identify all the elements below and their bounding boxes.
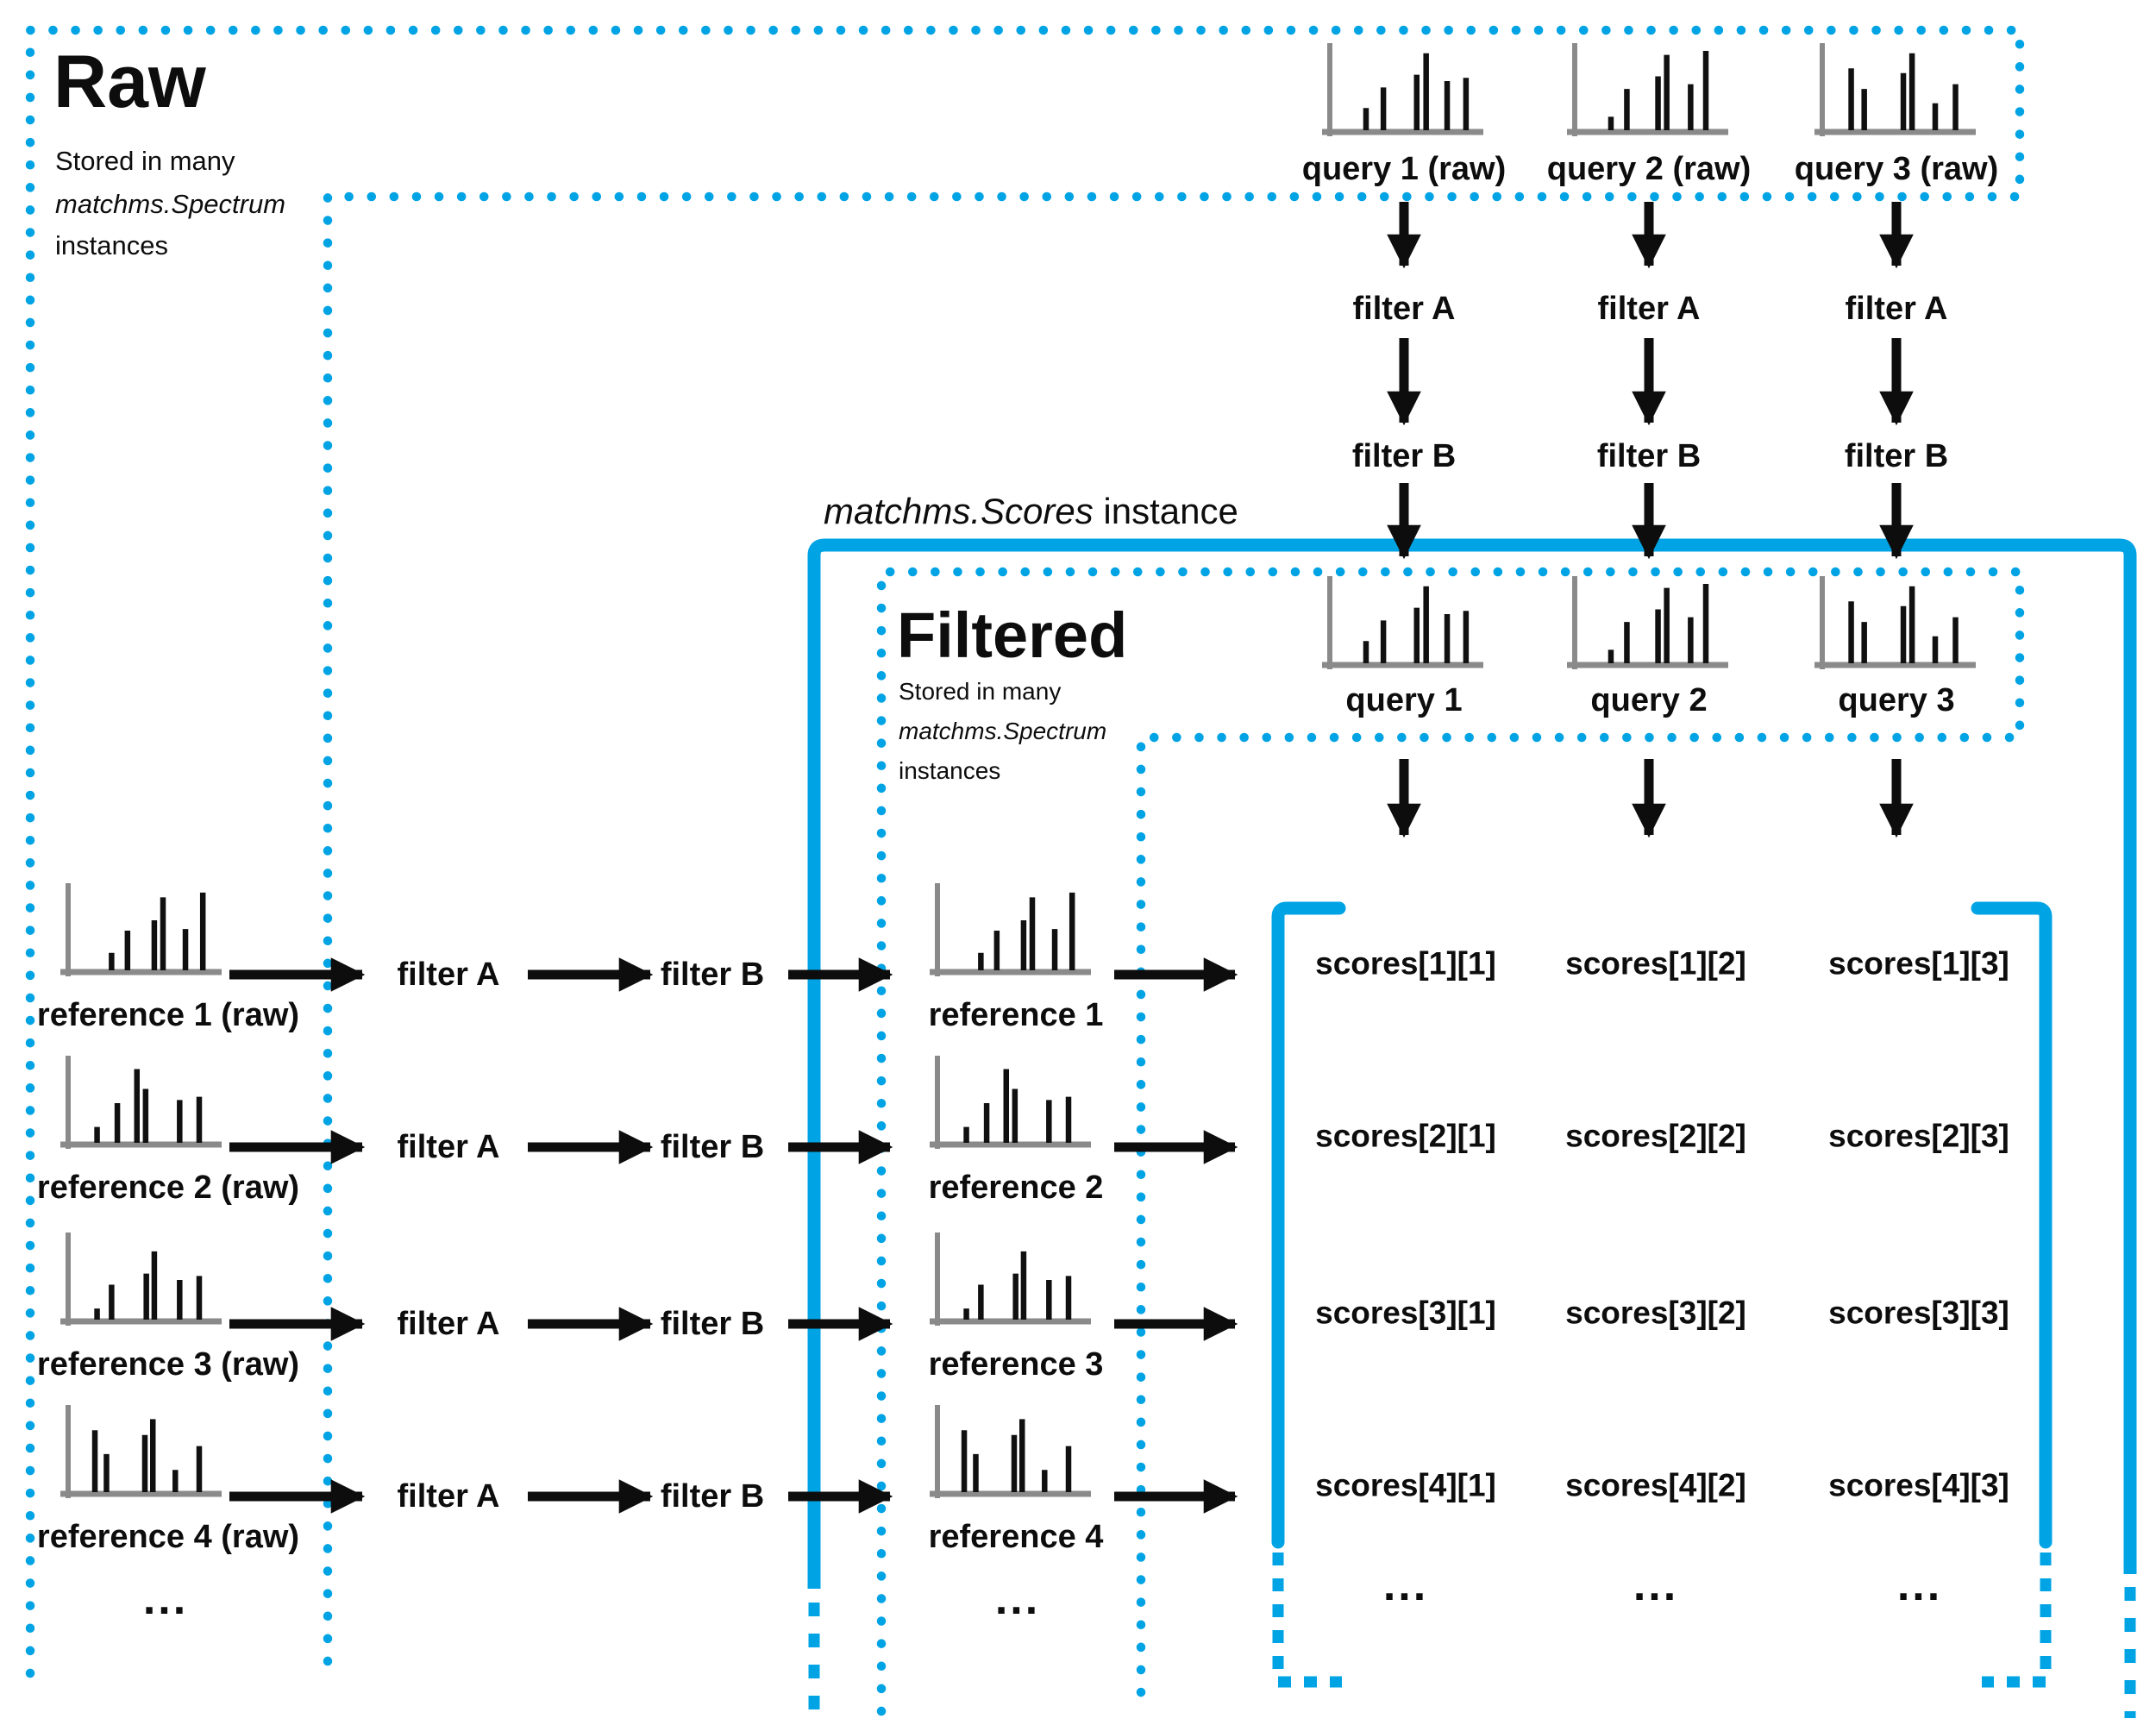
filter-a-label-reference-4: filter A — [397, 1478, 500, 1515]
filter-a-label-reference-3: filter A — [397, 1306, 500, 1342]
reference-3-filtered-label: reference 3 — [928, 1346, 1104, 1383]
reference-2-filtered-label: reference 2 — [928, 1170, 1104, 1206]
filter-b-label-query-3: filter B — [1844, 438, 1949, 474]
scores-region-solid-border — [807, 538, 2137, 1589]
reference-3-raw-label: reference 3 (raw) — [36, 1346, 300, 1383]
filter-b-label-query-2: filter B — [1596, 438, 1702, 474]
score-cell-2-1: scores[2][1] — [1315, 1118, 1496, 1154]
filtered-region-subtitle-line-3: instances — [899, 757, 1001, 784]
spectrum-reference-4-raw — [60, 1405, 222, 1498]
score-cell-1-3: scores[1][3] — [1828, 945, 2009, 982]
filter-a-label-query-3: filter A — [1845, 291, 1948, 327]
matrix-bracket-right — [1971, 901, 2053, 1549]
filter-b-label-reference-2: filter B — [660, 1129, 765, 1165]
score-cell-3-3: scores[3][3] — [1828, 1295, 2009, 1331]
query-3-raw-label: query 3 (raw) — [1794, 151, 1999, 187]
spectrum-reference-1-raw — [60, 883, 222, 976]
scores-ellipsis-col-1: ... — [1382, 1560, 1429, 1610]
filter-b-label-query-1: filter B — [1351, 438, 1457, 474]
raw-region-subtitle-line-2: matchms.Spectrum — [55, 189, 286, 219]
raw-region-subtitle-line-1: Stored in many — [55, 146, 235, 176]
filter-b-label-reference-1: filter B — [660, 957, 765, 993]
score-cell-3-1: scores[3][1] — [1315, 1295, 1496, 1331]
matrix-bracket-left-dashed-end — [1272, 1552, 1342, 1688]
filter-a-label-query-1: filter A — [1352, 291, 1456, 327]
references-filtered-ellipsis: ... — [994, 1574, 1041, 1624]
filter-a-label-reference-1: filter A — [397, 957, 500, 993]
raw-region-subtitle-line-3: instances — [55, 230, 168, 260]
spectrum-reference-3-raw — [60, 1233, 222, 1326]
query-2-raw-label: query 2 (raw) — [1546, 151, 1752, 187]
scores-ellipsis-col-2: ... — [1633, 1560, 1679, 1610]
spectrum-query-3-raw — [1814, 43, 1976, 136]
score-cell-2-3: scores[2][3] — [1828, 1118, 2009, 1154]
scores-instance-label: matchms.Scores instance — [824, 493, 1238, 530]
spectrum-query-2-raw — [1567, 43, 1728, 136]
spectrum-reference-3-filtered — [930, 1233, 1091, 1326]
scores-instance-label-italic: matchms.Scores — [824, 491, 1094, 531]
score-cell-4-1: scores[4][1] — [1315, 1467, 1496, 1503]
filter-b-label-reference-3: filter B — [660, 1306, 765, 1342]
matrix-bracket-right-dashed-end — [1982, 1552, 2052, 1688]
reference-1-raw-label: reference 1 (raw) — [36, 997, 300, 1033]
query-3-filtered-label: query 3 — [1838, 682, 1955, 718]
score-cell-1-1: scores[1][1] — [1315, 945, 1496, 982]
scores-instance-label-regular: instance — [1093, 491, 1238, 531]
references-raw-ellipsis: ... — [142, 1574, 189, 1624]
filtered-region-title: Filtered — [897, 599, 1128, 671]
spectrum-reference-1-filtered — [930, 883, 1091, 976]
query-1-raw-label: query 1 (raw) — [1301, 151, 1507, 187]
score-cell-4-3: scores[4][3] — [1828, 1467, 2009, 1503]
spectrum-query-2-filtered — [1567, 576, 1728, 669]
scores-ellipsis-col-3: ... — [1896, 1560, 1943, 1610]
raw-region-dotted-border — [25, 25, 2025, 1678]
spectrum-query-3-filtered — [1814, 576, 1976, 669]
filtered-region-dotted-border — [876, 567, 2025, 1716]
filter-a-label-reference-2: filter A — [397, 1129, 500, 1165]
matrix-bracket-left — [1271, 901, 1346, 1549]
query-2-filtered-label: query 2 — [1590, 682, 1708, 718]
spectrum-query-1-raw — [1322, 43, 1483, 136]
reference-2-raw-label: reference 2 (raw) — [36, 1170, 300, 1206]
spectrum-reference-4-filtered — [930, 1405, 1091, 1498]
reference-4-raw-label: reference 4 (raw) — [36, 1519, 300, 1555]
score-cell-4-2: scores[4][2] — [1565, 1467, 1746, 1503]
reference-1-filtered-label: reference 1 — [928, 997, 1104, 1033]
filtered-region-subtitle-line-2: matchms.Spectrum — [899, 718, 1107, 744]
spectrum-query-1-filtered — [1322, 576, 1483, 669]
filter-a-label-query-2: filter A — [1597, 291, 1701, 327]
score-cell-2-2: scores[2][2] — [1565, 1118, 1746, 1154]
filter-b-label-reference-4: filter B — [660, 1478, 765, 1515]
spectrum-reference-2-filtered — [930, 1056, 1091, 1149]
score-cell-1-2: scores[1][2] — [1565, 945, 1746, 982]
spectrum-reference-2-raw — [60, 1056, 222, 1149]
query-1-filtered-label: query 1 — [1345, 682, 1463, 718]
raw-region-title: Raw — [53, 41, 206, 123]
filtered-region-subtitle-line-1: Stored in many — [899, 678, 1062, 705]
score-cell-3-2: scores[3][2] — [1565, 1295, 1746, 1331]
reference-4-filtered-label: reference 4 — [928, 1519, 1104, 1555]
